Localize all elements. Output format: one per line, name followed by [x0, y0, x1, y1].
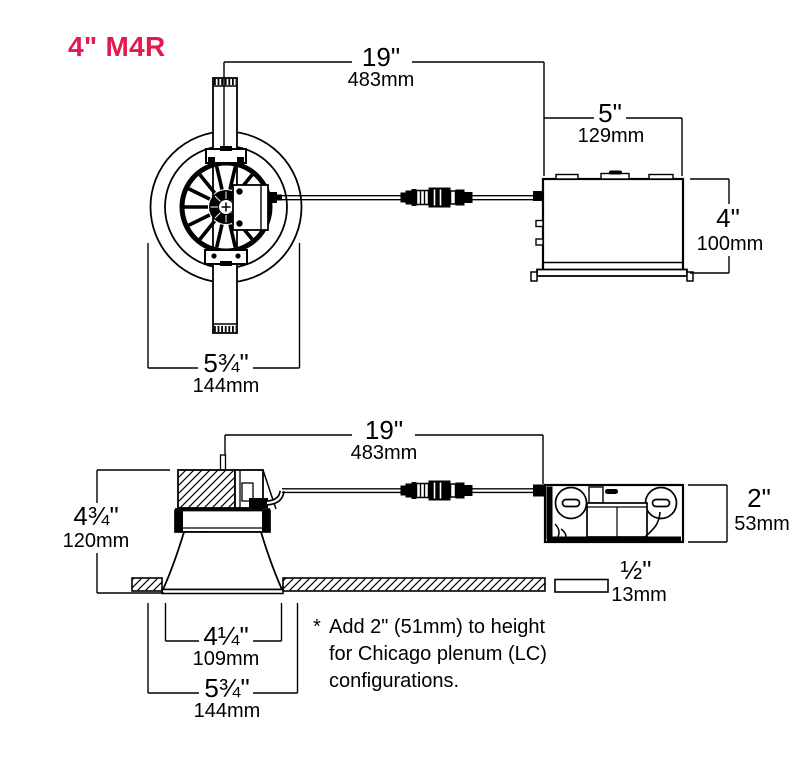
note-marker: * [313, 616, 321, 638]
side-cable [282, 479, 543, 502]
top-view-diagram: 19" 483mm 5" 129mm 4" 100mm [147, 42, 764, 397]
chicago-plenum-note: * Add 2" (51mm) to height for Chicago pl… [313, 616, 547, 692]
dim-jbox-width-inches: 5" [598, 98, 622, 128]
side-view-diagram: 19" 483mm [63, 415, 790, 722]
heatsink-section-hatched [177, 469, 236, 509]
driver-box-section [533, 483, 685, 544]
mounting-frame [174, 509, 271, 533]
dim-jbox-depth-inches: 4" [716, 203, 740, 233]
dim-aperture-mm: 109mm [193, 648, 260, 670]
dim-housing-height [96, 469, 170, 594]
dim-top-trim-dia-inches: 5¾" [203, 348, 248, 378]
dim-driver-height-mm: 53mm [734, 513, 790, 535]
dim-driver-height [688, 484, 728, 543]
dim-side-overall-width-mm: 483mm [351, 442, 418, 464]
dim-side-trim-dia-mm: 144mm [194, 700, 261, 722]
ceiling-thickness-ref [554, 578, 609, 593]
dim-housing-height-inches: 4¾" [73, 501, 118, 531]
reflector-housing [161, 531, 284, 591]
dim-jbox-width [544, 117, 683, 176]
dim-side-overall-width-inches: 19" [365, 415, 403, 445]
dim-side-trim-dia-inches: 5¾" [204, 673, 249, 703]
dim-side-overall-width [224, 434, 544, 484]
ceiling-section [131, 577, 609, 593]
note-line-3: configurations. [329, 670, 459, 692]
dim-top-trim-dia-mm: 144mm [193, 375, 260, 397]
dim-top-overall-width-inches: 19" [362, 42, 400, 72]
note-line-2: for Chicago plenum (LC) [329, 643, 547, 665]
quick-connect-cable [282, 186, 543, 209]
note-line-1: Add 2" (51mm) to height [329, 616, 546, 638]
fixture-section [161, 454, 285, 595]
junction-box-plan [530, 170, 694, 282]
dim-housing-height-mm: 120mm [63, 530, 130, 552]
dim-side-trim-dia [147, 603, 299, 694]
dim-jbox-depth [690, 178, 730, 274]
page-title: 4" M4R [68, 31, 166, 62]
dim-driver-height-inches: 2" [747, 483, 771, 513]
dim-ceiling-thickness-mm: 13mm [611, 584, 667, 606]
dim-jbox-depth-mm: 100mm [697, 233, 764, 255]
trim-flange [161, 588, 284, 595]
dim-top-overall-width [224, 61, 545, 176]
dim-jbox-width-mm: 129mm [578, 125, 645, 147]
dim-ceiling-thickness-inches: ½" [621, 555, 652, 585]
dim-aperture [164, 603, 283, 642]
hanger-clamps [204, 146, 248, 266]
fixture-connector-box [232, 184, 282, 231]
dim-aperture-inches: 4¼" [203, 621, 248, 651]
dim-top-overall-width-mm: 483mm [348, 69, 415, 91]
